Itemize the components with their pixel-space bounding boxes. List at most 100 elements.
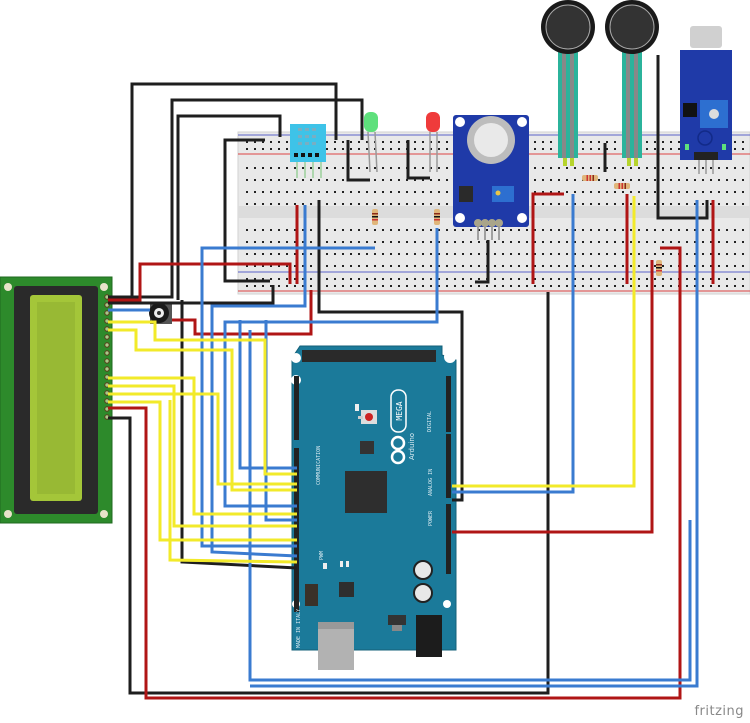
breadboard-hole xyxy=(598,278,600,280)
wire-red xyxy=(108,246,682,700)
breadboard-hole xyxy=(598,265,600,267)
breadboard-hole xyxy=(686,203,688,205)
breadboard-hole xyxy=(430,253,432,255)
breadboard-hole xyxy=(278,191,280,193)
breadboard-hole xyxy=(270,167,272,169)
wire-red xyxy=(452,260,654,534)
breadboard-hole xyxy=(622,191,624,193)
breadboard-hole xyxy=(686,191,688,193)
breadboard-hole xyxy=(286,203,288,205)
wire-yellow xyxy=(452,196,636,488)
breadboard-hole xyxy=(654,148,656,150)
breadboard-hole xyxy=(334,167,336,169)
breadboard-hole xyxy=(654,253,656,255)
breadboard-hole xyxy=(678,241,680,243)
breadboard-hole xyxy=(598,148,600,150)
breadboard-hole xyxy=(390,285,392,287)
wire-black xyxy=(108,285,275,305)
breadboard-hole xyxy=(406,265,408,267)
breadboard-hole xyxy=(446,265,448,267)
breadboard-hole xyxy=(254,191,256,193)
breadboard-hole xyxy=(582,167,584,169)
breadboard-hole xyxy=(582,285,584,287)
breadboard-hole xyxy=(526,285,528,287)
breadboard-hole xyxy=(686,167,688,169)
breadboard-hole xyxy=(438,278,440,280)
breadboard-hole xyxy=(302,265,304,267)
breadboard-hole xyxy=(310,203,312,205)
breadboard-hole xyxy=(262,203,264,205)
breadboard-hole xyxy=(430,265,432,267)
breadboard-hole xyxy=(694,191,696,193)
breadboard-hole xyxy=(678,191,680,193)
breadboard-hole xyxy=(414,241,416,243)
breadboard-hole xyxy=(470,253,472,255)
breadboard-hole xyxy=(566,253,568,255)
breadboard-hole xyxy=(630,191,632,193)
breadboard-hole xyxy=(270,141,272,143)
breadboard-hole xyxy=(646,167,648,169)
breadboard-hole xyxy=(422,203,424,205)
label-digital: DIGITAL xyxy=(427,411,433,432)
breadboard-hole xyxy=(574,278,576,280)
breadboard-hole xyxy=(494,285,496,287)
breadboard-hole xyxy=(734,148,736,150)
breadboard-hole xyxy=(270,179,272,181)
breadboard-hole xyxy=(614,278,616,280)
breadboard-hole xyxy=(718,167,720,169)
breadboard-hole xyxy=(566,265,568,267)
breadboard-hole xyxy=(382,253,384,255)
breadboard-hole xyxy=(382,285,384,287)
breadboard-hole xyxy=(702,203,704,205)
breadboard-hole xyxy=(398,253,400,255)
breadboard-hole xyxy=(454,229,456,231)
breadboard-hole xyxy=(326,191,328,193)
breadboard-hole xyxy=(614,141,616,143)
breadboard-hole xyxy=(438,191,440,193)
breadboard-hole xyxy=(574,285,576,287)
breadboard-hole xyxy=(710,278,712,280)
breadboard-hole xyxy=(446,241,448,243)
breadboard-hole xyxy=(374,253,376,255)
breadboard-hole xyxy=(582,241,584,243)
breadboard-hole xyxy=(734,241,736,243)
breadboard-hole xyxy=(534,167,536,169)
breadboard-hole xyxy=(406,191,408,193)
breadboard-hole xyxy=(390,179,392,181)
breadboard-hole xyxy=(622,285,624,287)
breadboard-hole xyxy=(638,191,640,193)
breadboard-hole xyxy=(454,241,456,243)
breadboard-hole xyxy=(406,179,408,181)
breadboard-hole xyxy=(566,179,568,181)
breadboard-hole xyxy=(382,229,384,231)
breadboard-hole xyxy=(406,203,408,205)
breadboard-hole xyxy=(510,265,512,267)
breadboard-hole xyxy=(366,265,368,267)
breadboard-hole xyxy=(358,265,360,267)
breadboard-hole xyxy=(510,278,512,280)
breadboard-hole xyxy=(406,229,408,231)
breadboard-hole xyxy=(742,229,744,231)
breadboard-hole xyxy=(646,278,648,280)
breadboard-hole xyxy=(582,191,584,193)
breadboard-hole xyxy=(518,285,520,287)
breadboard-hole xyxy=(510,285,512,287)
breadboard-hole xyxy=(414,278,416,280)
breadboard-hole xyxy=(294,241,296,243)
potentiometer[interactable] xyxy=(149,302,172,324)
breadboard-hole xyxy=(294,179,296,181)
wire-black xyxy=(108,98,364,299)
breadboard-hole xyxy=(742,203,744,205)
breadboard-hole xyxy=(454,278,456,280)
breadboard-hole xyxy=(358,167,360,169)
breadboard-hole xyxy=(662,191,664,193)
breadboard-hole xyxy=(334,278,336,280)
breadboard-hole xyxy=(606,265,608,267)
breadboard-hole xyxy=(478,253,480,255)
breadboard-hole xyxy=(382,278,384,280)
wire-black xyxy=(317,200,464,502)
breadboard-hole xyxy=(678,148,680,150)
breadboard-hole xyxy=(358,229,360,231)
breadboard-hole xyxy=(350,265,352,267)
breadboard-hole xyxy=(590,148,592,150)
